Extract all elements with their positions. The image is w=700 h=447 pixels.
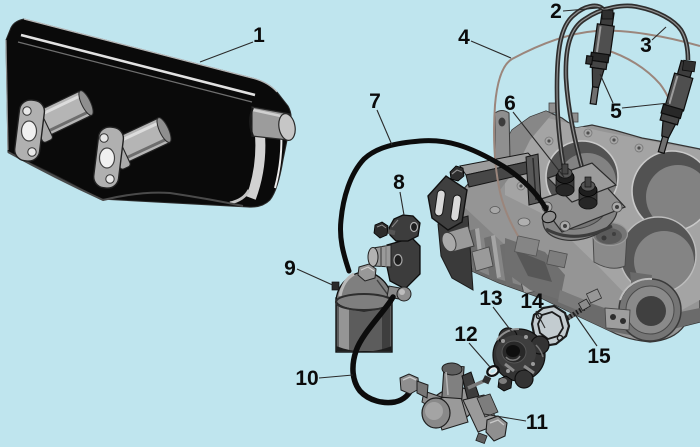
svg-text:9: 9 <box>284 257 296 280</box>
svg-text:14: 14 <box>520 290 544 313</box>
svg-text:10: 10 <box>295 367 318 390</box>
svg-text:5: 5 <box>610 100 622 123</box>
svg-text:11: 11 <box>526 411 549 434</box>
svg-text:8: 8 <box>393 171 405 194</box>
svg-text:2: 2 <box>550 0 562 23</box>
svg-text:1: 1 <box>253 24 265 47</box>
svg-text:15: 15 <box>587 345 611 368</box>
svg-text:6: 6 <box>504 92 516 115</box>
svg-text:7: 7 <box>369 90 381 113</box>
svg-text:4: 4 <box>458 26 470 49</box>
svg-text:3: 3 <box>640 34 652 57</box>
svg-text:12: 12 <box>454 323 477 346</box>
svg-text:13: 13 <box>479 287 502 310</box>
